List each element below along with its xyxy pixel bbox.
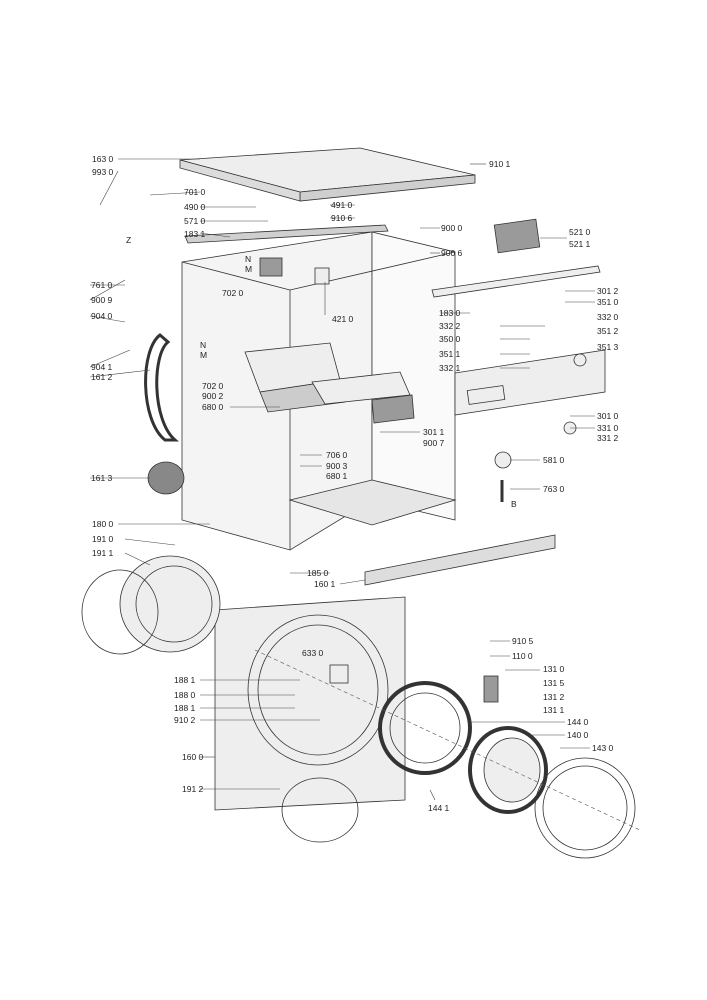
part-label: 350 0	[439, 334, 461, 344]
part-label: 910 2	[174, 715, 196, 725]
part-label: 581 0	[543, 455, 565, 465]
part-label: 904 1	[91, 362, 113, 372]
part-label: 331 2	[597, 433, 619, 443]
part-label: 571 0	[184, 216, 206, 226]
part-label: 421 0	[332, 314, 354, 324]
marker-letter: Z	[126, 235, 131, 245]
part-label: 351 0	[597, 297, 619, 307]
part-label: 701 0	[184, 187, 206, 197]
part-label: 301 2	[597, 286, 619, 296]
part-label: 900 0	[441, 223, 463, 233]
part-label: 900 9	[91, 295, 113, 305]
part-label: 331 0	[597, 423, 619, 433]
interference-filter	[259, 257, 283, 277]
part-label: 131 2	[543, 692, 565, 702]
part-label: 910 5	[512, 636, 534, 646]
part-label: 183 0	[439, 308, 461, 318]
door-outer-ring	[81, 555, 221, 655]
part-label: 680 0	[202, 402, 224, 412]
marker-letter: M	[245, 264, 252, 274]
part-label: 521 1	[569, 239, 591, 249]
part-label: 183 1	[184, 229, 206, 239]
pressure-switch	[494, 451, 512, 469]
door-outer-frame	[534, 757, 636, 859]
part-label: 521 0	[569, 227, 591, 237]
front-panel	[214, 596, 406, 811]
part-label: 900 3	[326, 461, 348, 471]
alignment-axis	[254, 649, 641, 831]
part-label: 680 1	[326, 471, 348, 481]
part-label: 160 0	[182, 752, 204, 762]
marker-letters: N M N M Z B	[126, 235, 517, 509]
marker-letter: M	[200, 350, 207, 360]
part-label: 185 0	[307, 568, 329, 578]
marker-letter: N	[200, 340, 206, 350]
part-label: 188 1	[174, 675, 196, 685]
part-label: 332 2	[439, 321, 461, 331]
part-label: 761 0	[91, 280, 113, 290]
part-label: 993 0	[92, 167, 114, 177]
door-gasket	[144, 333, 180, 442]
door-lens	[281, 777, 359, 843]
part-label: 332 1	[439, 363, 461, 373]
marker-letter: B	[511, 499, 517, 509]
control-panel	[454, 349, 606, 416]
part-label: 351 3	[597, 342, 619, 352]
valve	[314, 267, 330, 285]
part-label: 161 3	[91, 473, 113, 483]
part-label: 491 0	[331, 200, 353, 210]
part-label: 144 0	[567, 717, 589, 727]
part-label: 763 0	[543, 484, 565, 494]
part-label: 131 0	[543, 664, 565, 674]
part-label: 301 1	[423, 427, 445, 437]
marker-letter: N	[245, 254, 251, 264]
part-label: 191 1	[92, 548, 114, 558]
door-glass	[468, 726, 548, 814]
door-lock	[329, 664, 349, 684]
part-label: 633 0	[302, 648, 324, 658]
control-panel-rail	[431, 265, 601, 298]
part-label: 702 0	[222, 288, 244, 298]
part-label: 131 5	[543, 678, 565, 688]
detergent-drawer	[244, 342, 415, 424]
part-label: 910 6	[331, 213, 353, 223]
part-label: 910 1	[489, 159, 511, 169]
part-label: 706 0	[326, 450, 348, 460]
part-label: 191 2	[182, 784, 204, 794]
part-label: 351 1	[439, 349, 461, 359]
part-label: 163 0	[92, 154, 114, 164]
door-frame	[378, 681, 472, 775]
kick-plate	[364, 534, 556, 586]
part-labels: 163 0 993 0 701 0 490 0 571 0 183 1 910 …	[91, 154, 619, 813]
part-label: 332 0	[597, 312, 619, 322]
part-label: 702 0	[202, 381, 224, 391]
part-label: 110 0	[512, 651, 533, 661]
part-label: 351 2	[597, 326, 619, 336]
part-label: 180 0	[92, 519, 114, 529]
part-label: 160 1	[314, 579, 336, 589]
part-label: 131 1	[543, 705, 565, 715]
top-rail	[184, 224, 389, 244]
leader-lines	[89, 158, 595, 801]
door-hinge	[483, 675, 499, 703]
part-label: 140 0	[567, 730, 589, 740]
part-label: 161 2	[91, 372, 113, 382]
part-label: 188 0	[174, 690, 196, 700]
part-label: 144 1	[428, 803, 450, 813]
part-label: 900 6	[441, 248, 463, 258]
part-label: 188 1	[174, 703, 196, 713]
top-cover	[179, 147, 476, 202]
counterweight	[147, 461, 185, 495]
part-label: 143 0	[592, 743, 614, 753]
part-label: 900 7	[423, 438, 445, 448]
part-label: 904 0	[91, 311, 113, 321]
control-board	[493, 218, 541, 254]
part-label: 900 2	[202, 391, 224, 401]
part-label: 301 0	[597, 411, 619, 421]
part-label: 191 0	[92, 534, 114, 544]
part-label: 490 0	[184, 202, 206, 212]
